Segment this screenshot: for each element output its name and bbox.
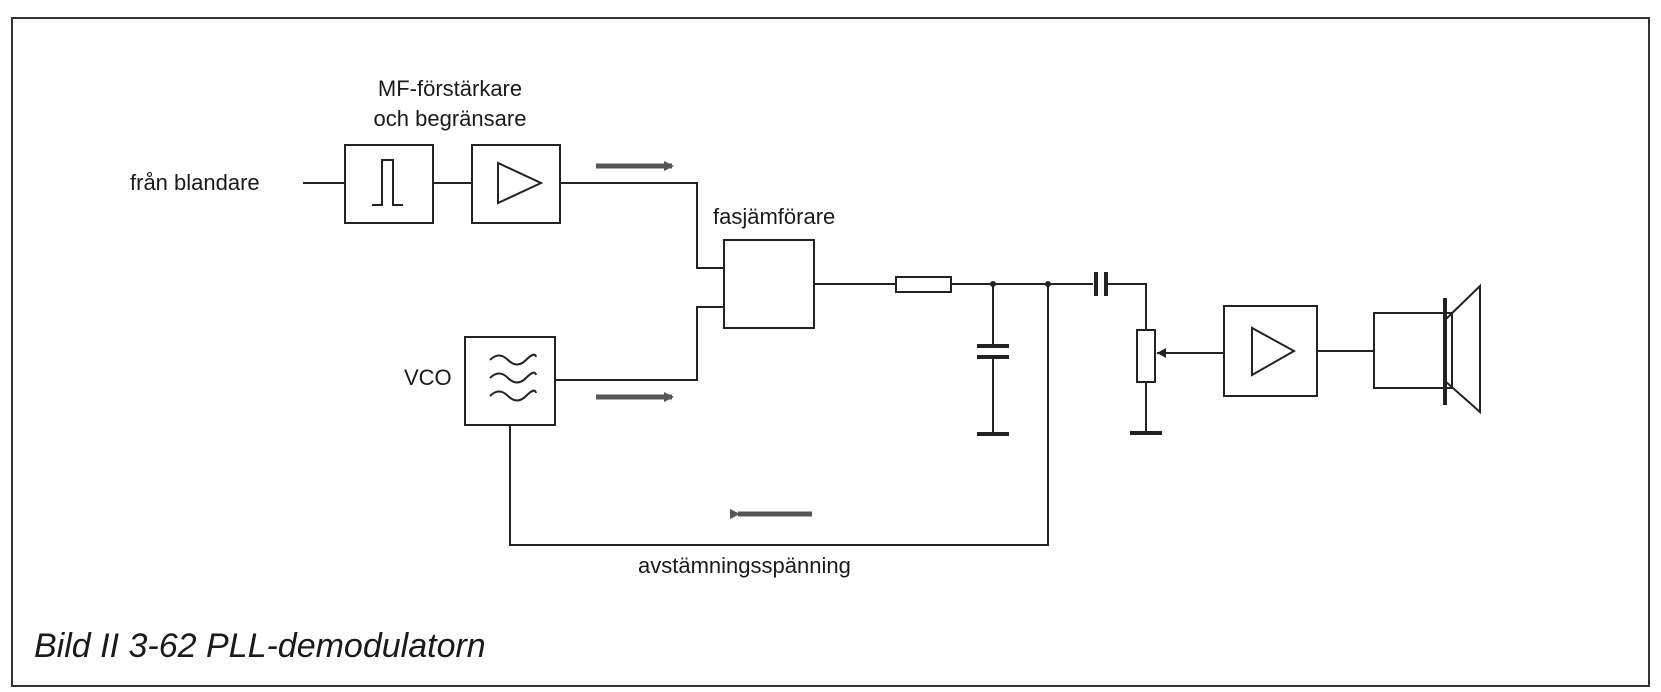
phase-comparator-block — [723, 239, 815, 329]
triangle-amplifier-icon — [1251, 326, 1297, 377]
outer-frame — [11, 17, 1650, 687]
speaker-icon — [1373, 283, 1481, 415]
resistor-icon — [895, 276, 952, 293]
input-label: från blandare — [130, 170, 260, 195]
vco-to-comparator-wire — [555, 306, 724, 381]
if-amplifier-block — [471, 144, 561, 224]
pulse-icon — [372, 159, 403, 206]
vco-label: VCO — [404, 365, 452, 390]
phase-comparator-label: fasjämförare — [713, 204, 835, 229]
coupling-capacitor — [1094, 272, 1108, 296]
triangle-amplifier-icon — [497, 161, 544, 205]
vco-block — [464, 336, 556, 426]
figure-caption: Bild II 3-62 PLL-demodulatorn — [34, 627, 486, 665]
amp-title-line2: och begränsare — [374, 106, 527, 131]
amp-title-line1: MF-förstärkare — [378, 76, 522, 101]
to-potentiometer-wire — [1108, 283, 1147, 330]
tuning-voltage-label: avstämningsspänning — [638, 553, 851, 578]
capacitor-to-ground — [977, 281, 1009, 436]
feedback-wire — [509, 284, 1049, 546]
wave-tilde-icon — [489, 353, 537, 402]
potentiometer-icon — [1130, 329, 1170, 435]
amp-to-comparator-wire — [560, 182, 724, 269]
audio-amplifier-block — [1223, 305, 1318, 397]
limiter-block — [344, 144, 434, 224]
